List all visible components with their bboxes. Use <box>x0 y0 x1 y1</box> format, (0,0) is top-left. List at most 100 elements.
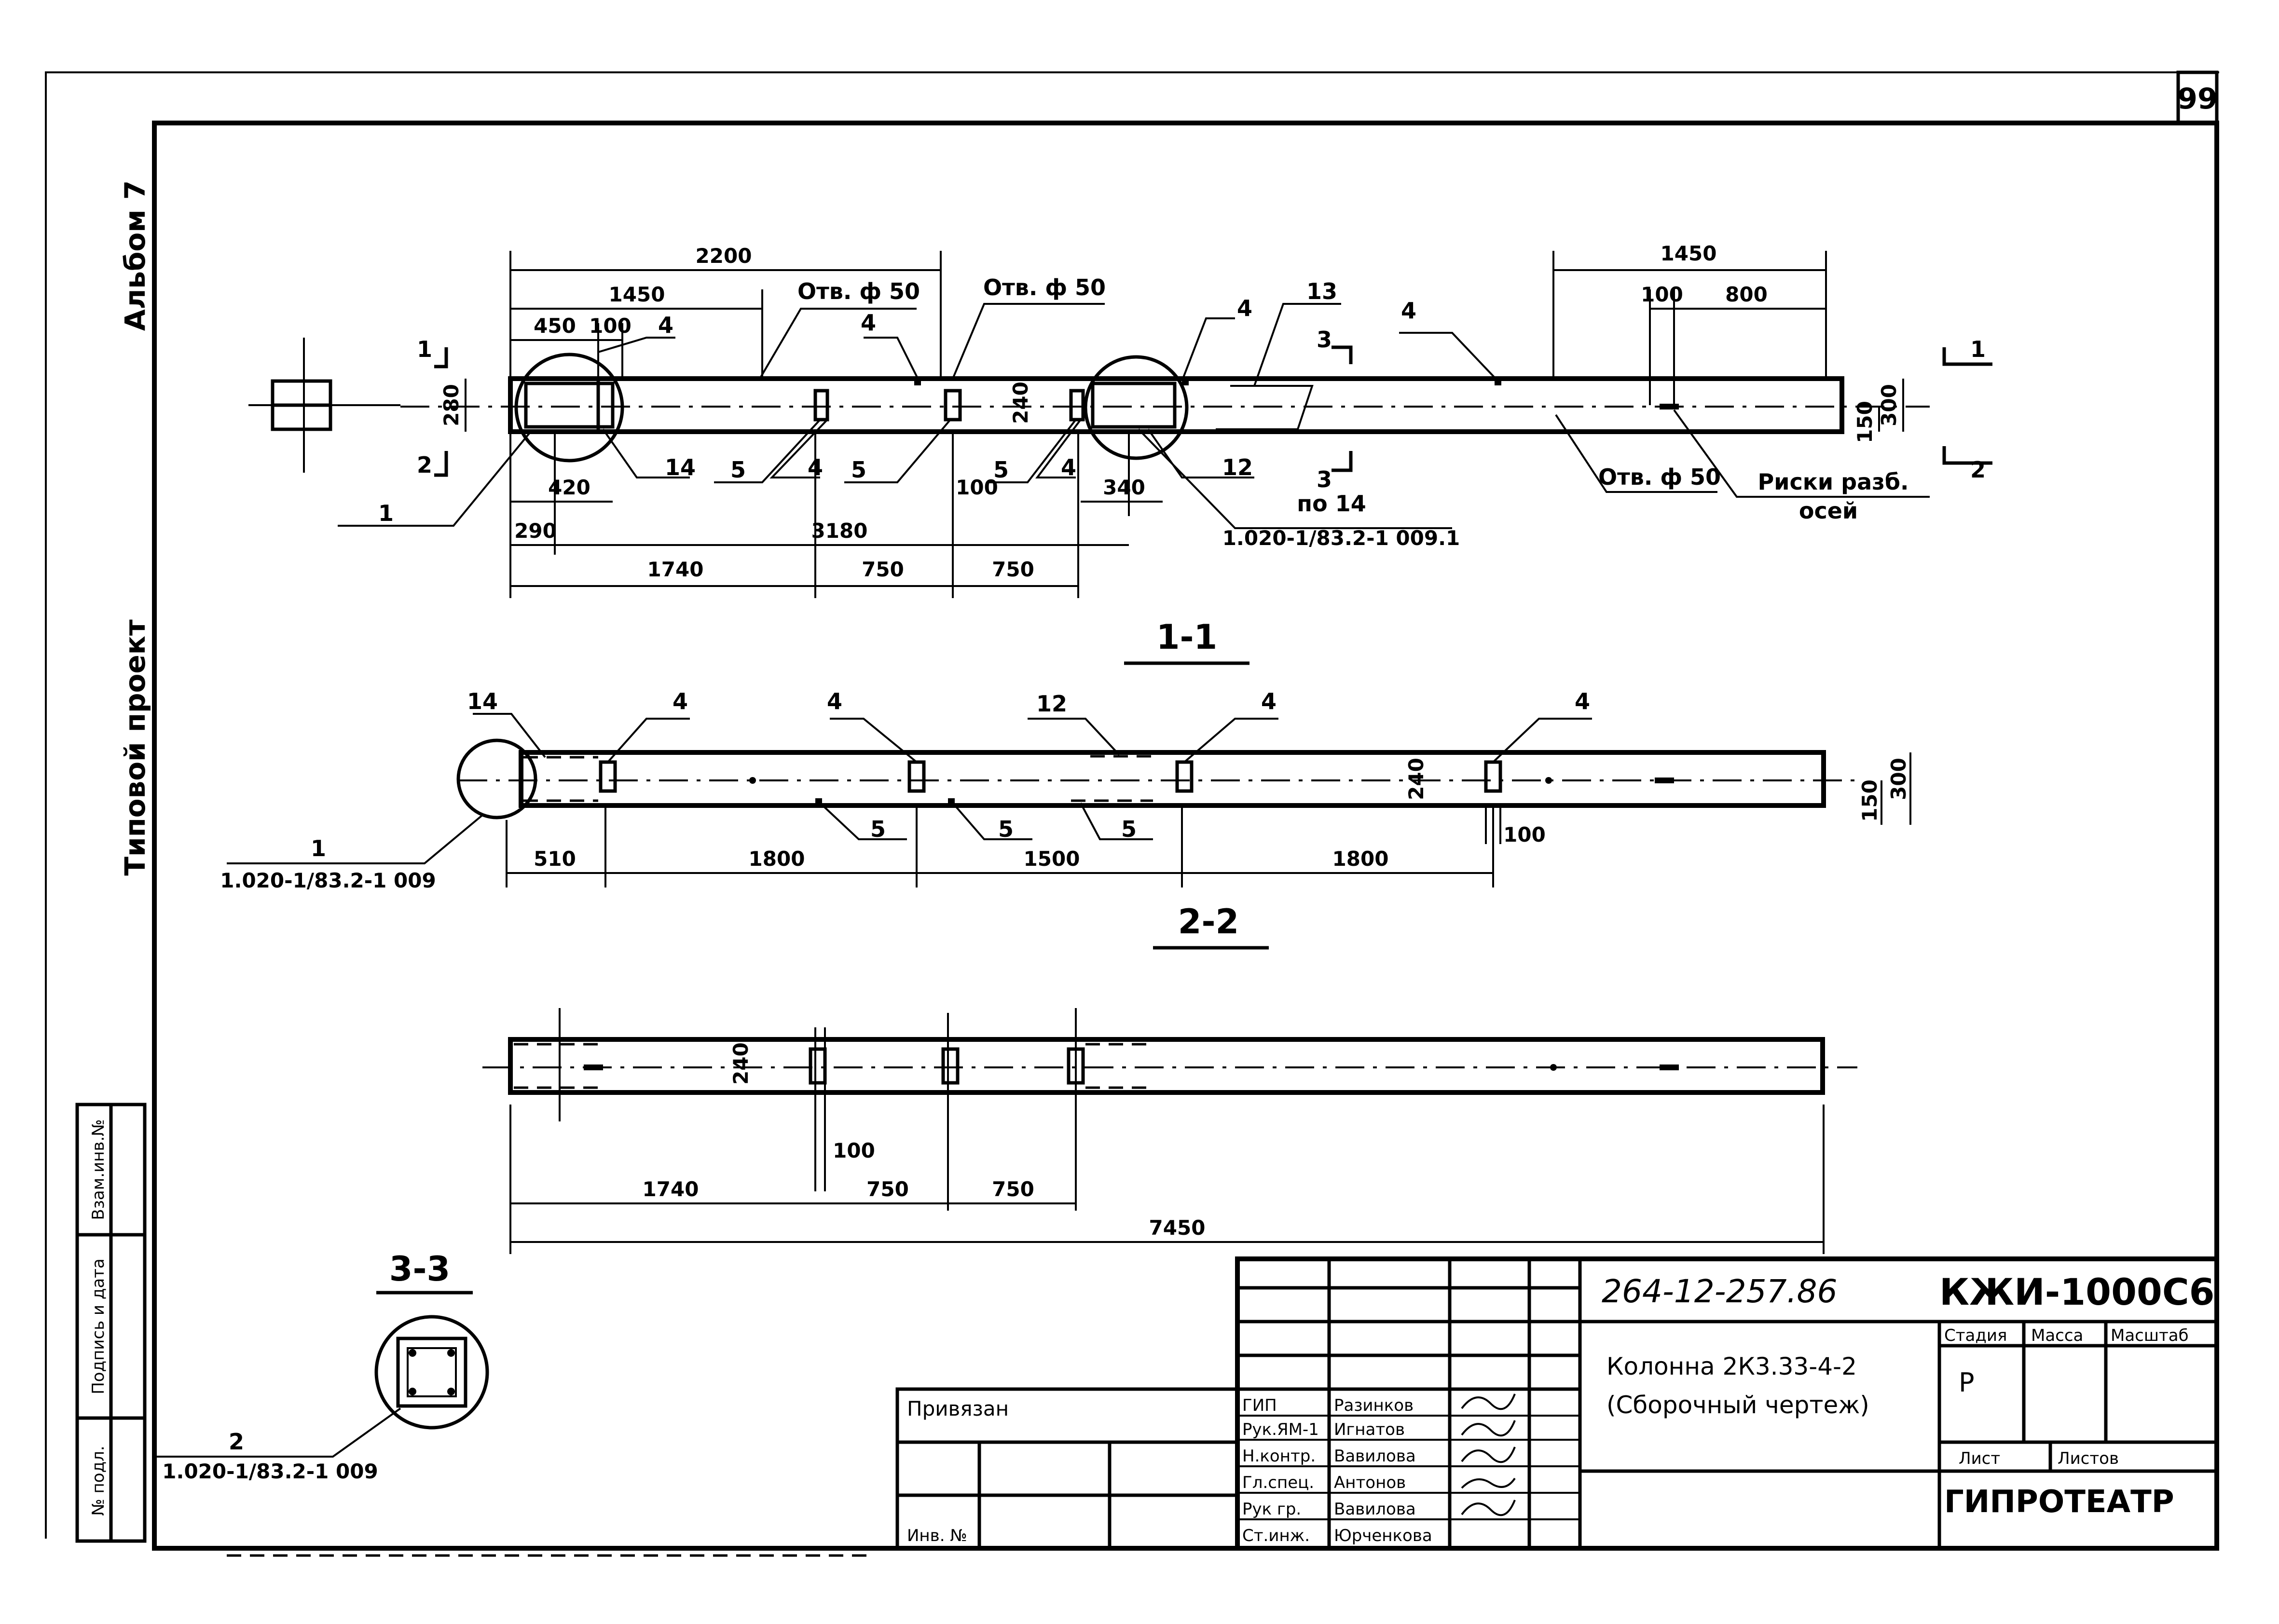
plan-pos-4-d: 4 <box>1401 298 1416 324</box>
dim-plan-750-a: 750 <box>862 558 904 581</box>
plan-hole-label-1: Отв. ф 50 <box>797 278 920 304</box>
plan-pos-12: 12 <box>1222 454 1253 480</box>
dim-plan-1450-right: 1450 <box>1661 242 1717 265</box>
s11-ref-code: 1.020-1/83.2-1 009 <box>220 869 436 892</box>
dim-plan-1740: 1740 <box>647 558 704 581</box>
s22-dim-100: 100 <box>833 1139 875 1162</box>
s22-dim-1740: 1740 <box>643 1177 699 1201</box>
dim-plan-150: 150 <box>1853 401 1877 443</box>
plan-view: 1 2 1 2 3 3 2200 1450 450 100 1450 100 8… <box>248 242 1992 598</box>
s22-dim-7450: 7450 <box>1149 1216 1206 1240</box>
dim-plan-800: 800 <box>1725 283 1768 306</box>
dim-plan-280: 280 <box>439 384 463 426</box>
side-stamp-sign: Подпись и дата <box>89 1258 108 1394</box>
s22-dim-240: 240 <box>729 1042 753 1085</box>
dim-plan-1450-left: 1450 <box>609 283 665 306</box>
product-name-1: Колонна 2К3.33-4-2 <box>1606 1352 1857 1380</box>
dim-plan-100-right: 100 <box>1641 283 1683 306</box>
section-1-1: 1-1 14 4 4 12 4 4 5 5 5 <box>220 617 1911 892</box>
s11-dim-100: 100 <box>1503 823 1546 846</box>
plan-pos-13: 13 <box>1306 278 1337 304</box>
sheet-frame <box>45 71 2219 1551</box>
plan-pos-4-b: 4 <box>861 310 876 336</box>
plan-pos-5-b: 5 <box>851 457 866 483</box>
side-stamp-inv: Взам.инв.№ <box>89 1119 108 1220</box>
s11-pos-5-c: 5 <box>1121 816 1137 842</box>
role-3: Н.контр. <box>1242 1447 1316 1466</box>
dim-plan-100-bottom: 100 <box>956 476 998 499</box>
plan-pos-4-c: 4 <box>1237 295 1252 321</box>
title-block: Привязан Инв. № ГИП Рук.ЯМ-1 Н.контр. Гл… <box>895 1256 2219 1551</box>
name-4: Антонов <box>1334 1473 1406 1492</box>
end-view-cross <box>248 338 400 473</box>
product-name-2: (Сборочный чертеж) <box>1606 1391 1869 1419</box>
page-number: 99 <box>2177 82 2218 116</box>
signatures <box>1461 1393 1516 1516</box>
plan-pos-14: 14 <box>665 454 696 480</box>
dim-plan-450: 450 <box>534 314 576 338</box>
section-3-3: 3-3 2 1.020-1/83.2-1 009 <box>154 1249 489 1483</box>
dim-plan-2200: 2200 <box>696 244 752 268</box>
side-stamp: Взам.инв.№ Подпись и дата № подл. <box>75 1103 147 1543</box>
dim-plan-240: 240 <box>1009 382 1032 424</box>
plan-pos-1: 1 <box>378 500 394 526</box>
s11-dim-510: 510 <box>534 847 576 871</box>
s11-ref-pos: 1 <box>311 835 326 861</box>
s11-pos-14: 14 <box>467 688 498 714</box>
s11-dim-1800-b: 1800 <box>1332 847 1389 871</box>
s11-pos-5-b: 5 <box>998 816 1014 842</box>
mark-2-left: 2 <box>417 452 432 478</box>
mark-1-right: 1 <box>1970 336 1986 362</box>
doc-code: 264-12-257.86 <box>1602 1273 1838 1310</box>
mark-2-right: 2 <box>1970 457 1986 483</box>
s11-pos-4-b: 4 <box>827 688 842 714</box>
s22-dim-750-a: 750 <box>866 1177 909 1201</box>
role-4: Гл.спец. <box>1242 1473 1314 1492</box>
plan-pos-4-e: 4 <box>808 454 823 480</box>
dim-plan-750-b: 750 <box>992 558 1034 581</box>
s11-pos-4-d: 4 <box>1575 688 1590 714</box>
section-2-2: 2-2 240 100 1740 750 750 7450 <box>482 902 1857 1254</box>
s33-ref-pos: 2 <box>229 1429 244 1455</box>
s11-dim-240: 240 <box>1404 758 1428 800</box>
album-label: Альбом 7 <box>119 180 151 331</box>
name-1: Разинков <box>1334 1396 1414 1415</box>
dim-plan-300: 300 <box>1877 384 1901 426</box>
s11-pos-12: 12 <box>1036 691 1067 717</box>
stage-head: Стадия <box>1944 1326 2007 1345</box>
s11-dim-1800-a: 1800 <box>749 847 805 871</box>
plan-pos-4-f: 4 <box>1061 454 1076 480</box>
side-stamp-orig: № подл. <box>89 1446 108 1515</box>
stage-value: Р <box>1959 1367 1975 1398</box>
product-mark: КЖИ-1000С6 <box>1939 1270 2214 1313</box>
s22-dim-750-b: 750 <box>992 1177 1034 1201</box>
name-3: Вавилова <box>1334 1447 1416 1466</box>
plan-risk-label-1: Риски разб. <box>1758 469 1909 495</box>
s11-pos-5-a: 5 <box>870 816 886 842</box>
role-2: Рук.ЯМ-1 <box>1242 1420 1319 1439</box>
dim-plan-420: 420 <box>548 476 590 499</box>
section-2-2-title: 2-2 <box>1178 902 1239 942</box>
dim-plan-340: 340 <box>1103 476 1145 499</box>
mass-head: Масса <box>2031 1326 2083 1345</box>
s33-ref-code: 1.020-1/83.2-1 009 <box>162 1460 378 1483</box>
s11-dim-1500: 1500 <box>1024 847 1080 871</box>
mark-3-top: 3 <box>1317 327 1332 353</box>
role-1: ГИП <box>1242 1396 1277 1415</box>
name-2: Игнатов <box>1334 1420 1405 1439</box>
mark-3-bottom: 3 <box>1317 466 1332 492</box>
section-1-1-title: 1-1 <box>1156 617 1217 657</box>
s11-dim-150: 150 <box>1858 779 1881 822</box>
plan-risk-label-2: осей <box>1799 498 1858 524</box>
role-5: Рук гр. <box>1242 1500 1301 1519</box>
s11-dim-300: 300 <box>1887 758 1910 800</box>
dim-plan-290: 290 <box>514 519 557 543</box>
name-5: Вавилова <box>1334 1500 1416 1519</box>
section-3-3-title: 3-3 <box>389 1249 450 1289</box>
s11-pos-4-a: 4 <box>673 688 688 714</box>
plan-hole-label-3: Отв. ф 50 <box>1598 464 1721 490</box>
mark-1-left: 1 <box>417 336 432 362</box>
org-name: ГИПРОТЕАТР <box>1944 1484 2174 1520</box>
plan-ref-label-1: по 14 <box>1297 491 1366 517</box>
